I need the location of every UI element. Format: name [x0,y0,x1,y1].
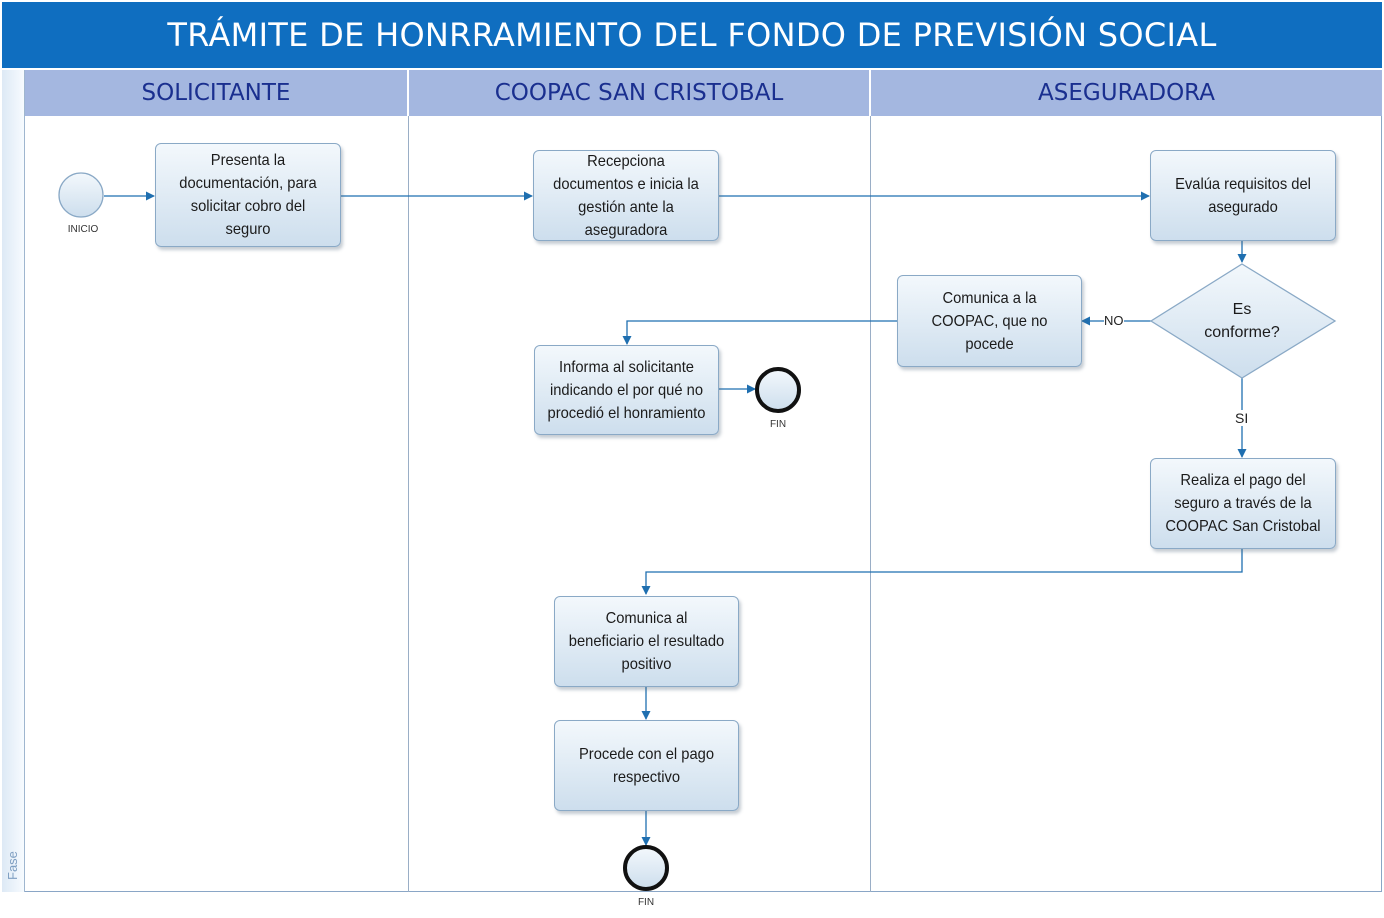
task-pay-insurance: Realiza el pago del seguro a través de l… [1150,458,1336,549]
start-event-label: INICIO [67,224,99,235]
decision-gateway [1149,263,1337,379]
phase-strip [2,70,25,892]
end-event-paid-label: FIN [637,897,655,908]
end-event-paid [623,845,669,891]
task-evaluate-label: Evalúa requisitos del asegurado [1175,175,1311,216]
task-communicate-coopac: Comunica a la COOPAC, que no pocede [897,275,1082,367]
task-evaluate: Evalúa requisitos del asegurado [1150,150,1336,241]
lane-separator-1 [408,116,409,892]
task-receive-docs-label: Recepciona documentos e inicia la gestió… [553,152,699,239]
diagram-title: TRÁMITE DE HONRRAMIENTO DEL FONDO DE PRE… [2,2,1382,68]
task-inform-applicant: Informa al solicitante indicando el por … [534,345,719,435]
gateway-no-label: NO [1104,313,1124,328]
task-communicate-coopac-label: Comunica a la COOPAC, que no pocede [931,289,1048,353]
lane-header-aseguradora: ASEGURADORA [871,70,1382,116]
task-communicate-beneficiary-label: Comunica al beneficiario el resultado po… [568,610,725,673]
gateway-question: Es conforme? [1204,301,1280,341]
flow-pay-to-communicate [641,549,1243,595]
lane-header-solicitante: SOLICITANTE [25,70,409,116]
start-event [58,172,104,218]
task-inform-applicant-label: Informa al solicitante indicando el por … [547,358,706,422]
gateway-yes-label: SI [1235,410,1249,426]
task-receive-docs: Recepciona documentos e inicia la gestió… [533,150,719,241]
task-communicate-beneficiary: Comunica al beneficiario el resultado po… [554,596,739,687]
lane-separator-2 [870,116,871,892]
flow-communicate-to-inform [622,320,897,345]
task-pay-insurance-label: Realiza el pago del seguro a través de l… [1165,472,1321,535]
task-proceed-payment-label: Procede con el pago respectivo [578,745,715,786]
end-event-rejected [755,367,801,413]
task-proceed-payment: Procede con el pago respectivo [554,720,739,811]
lane-header-coopac: COOPAC SAN CRISTOBAL [409,70,871,116]
task-present-docs-label: Presenta la documentación, para solicita… [179,152,317,238]
end-event-rejected-label: FIN [769,419,787,430]
task-present-docs: Presenta la documentación, para solicita… [155,143,341,247]
